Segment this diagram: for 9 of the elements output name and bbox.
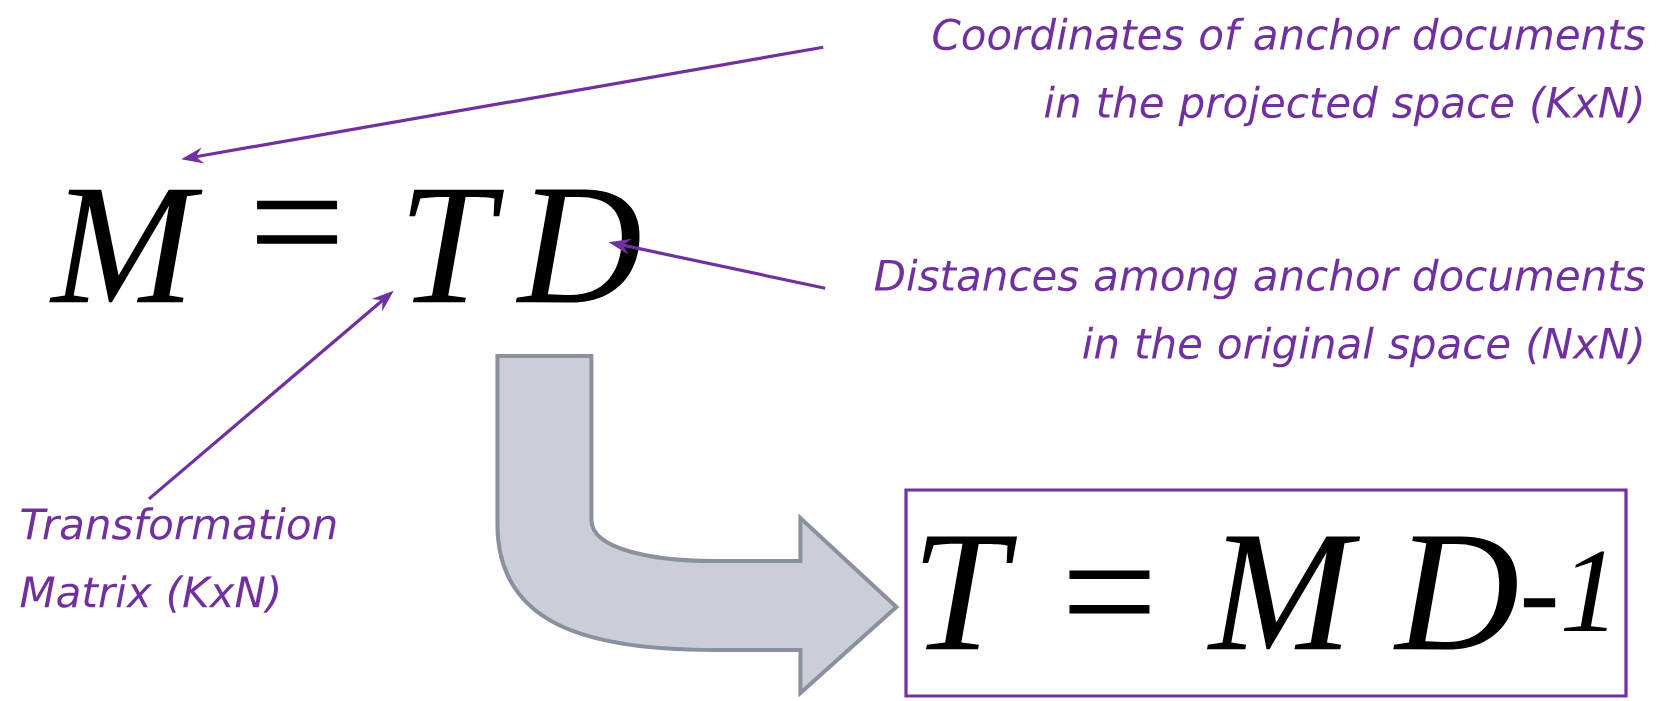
annotation-text: Distances among anchor documents in the original space (NxN) — [874, 258, 1645, 368]
annotation-text: Transformation Matrix (KxN) — [20, 507, 336, 613]
formula-symbol: M — [49, 189, 203, 303]
formula-symbol: T — [409, 189, 504, 303]
curved-block-arrow — [495, 354, 899, 695]
formula-symbol: D — [515, 189, 640, 303]
equals-sign: = — [257, 200, 338, 244]
annotation-text: Coordinates of anchor documents in the projected space (KxN) — [933, 17, 1645, 127]
formula-box: T = M D$^{-1}$ — [904, 488, 1628, 698]
